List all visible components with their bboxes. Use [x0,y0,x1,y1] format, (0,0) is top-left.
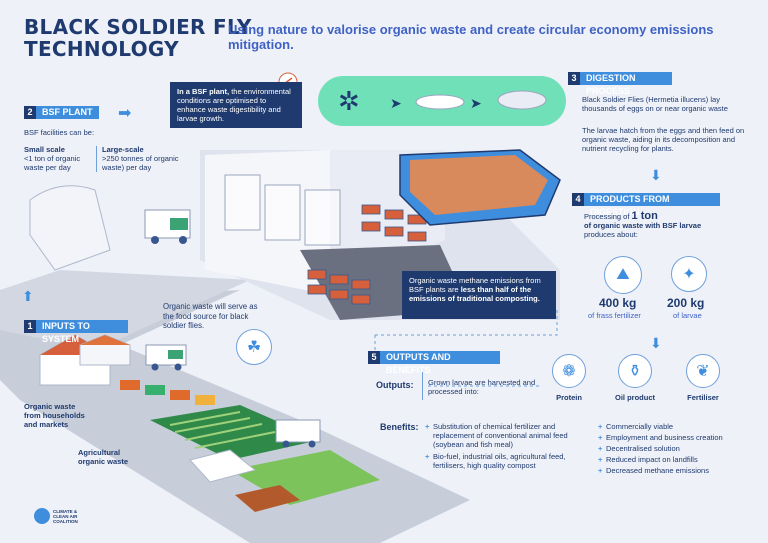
title-line-2: TECHNOLOGY [24,37,179,61]
benefit-item: Reduced impact on landfills [598,455,763,464]
section-1-number: 1 [24,320,36,333]
plant-note-text: the environmental conditions are optimis… [177,87,291,123]
benefits-left-list: Substitution of chemical fertilizer and … [425,422,593,472]
arrow-right-icon: ➡ [118,105,131,122]
page-subtitle: Using nature to valorise organic waste a… [228,22,714,52]
small-scale-title: Small scale [24,145,65,154]
methane-note-box: Organic waste methane emissions from BSF… [402,271,556,319]
section-2-header: 2 BSF PLANT [24,106,99,119]
methane-note-text: Organic waste methane emissions from BSF… [409,276,541,294]
ccac-logo: CLIMATE & CLEAN AIR COALITION [34,508,83,524]
section-3-header: 3 DIGESTION PROCESS [568,72,672,96]
fly-icon: ✲ [338,86,360,116]
truck-icon [144,209,191,244]
arrow-down-icon: ⬇ [650,167,662,183]
products-intro-b: of organic waste with BSF larvae [584,221,702,230]
benefit-item: Decentralised solution [598,444,763,453]
product-oil: Oil product [615,393,655,402]
oil-product-icon: ⚱ [618,354,652,388]
food-waste-icon: ☘ [236,329,272,365]
product-fertiliser: Fertiliser [687,393,719,402]
larvae-cages [224,174,341,246]
section-3-number: 3 [568,72,580,85]
methane-note-bold: less than half of the emissions of tradi… [409,285,540,303]
frass-fertilizer-icon: ⛰ [604,256,642,294]
larvae-trays [307,204,427,305]
larvae-label: of larvae [673,311,702,320]
benefit-item: Decreased methane emissions [598,466,763,475]
title-line-1: BLACK SOLDIER FLY [24,15,252,39]
benefit-item: Substitution of chemical fertilizer and … [425,422,593,449]
fertiliser-icon: ❦ [686,354,720,388]
section-4-label: PRODUCTS FROM DIGESTION [584,193,720,217]
section-5-header: 5 OUTPUTS AND BENEFITS [368,351,500,375]
households-label: Organic waste from households and market… [24,402,85,429]
section-1-header: 1 INPUTS TO SYSTEM [24,320,128,344]
protein-icon: ❁ [552,354,586,388]
van-icon [275,419,321,448]
outputs-label: Outputs: [376,380,414,390]
outputs-bracket [422,372,423,400]
scale-divider [96,146,97,172]
frass-label: of frass fertilizer [588,311,641,320]
digestion-paragraph-1: Black Soldier Flies (Hermetia illucens) … [582,95,728,113]
section-4-header: 4 PRODUCTS FROM DIGESTION [572,193,720,217]
crop-fields [150,405,380,512]
market-stalls [120,380,215,405]
logo-text: CLIMATE & CLEAN AIR COALITION [53,508,78,524]
globe-icon [34,508,50,524]
svg-text:➤: ➤ [470,95,482,111]
section-5-number: 5 [368,351,380,364]
section-4-number: 4 [572,193,584,206]
frass-value: 400 kg [599,296,637,310]
products-intro-ton: 1 ton [631,210,658,222]
benefit-item: Employment and business creation [598,433,763,442]
digestion-paragraph-2: The larvae hatch from the eggs and then … [582,126,745,153]
arrow-down-icon-2: ⬇ [650,335,662,351]
benefits-right-list: Commercially viable Employment and busin… [598,422,763,477]
houses [39,334,131,386]
larvae-icon: ✦ [671,256,707,292]
large-scale-text: >250 tonnes of organic waste) per day [102,154,179,172]
section-1-label: INPUTS TO SYSTEM [36,320,128,344]
section-2-label: BSF PLANT [36,106,99,119]
outputs-text: Grown larvae are harvested and processed… [428,378,536,396]
large-scale-title: Large-scale [102,145,144,154]
products-intro-c: produces about: [584,230,638,239]
plant-note-box: In a BSF plant, the environmental condit… [170,82,302,128]
products-intro-a: Processing of [584,212,630,221]
benefits-label: Benefits: [380,422,419,432]
greenhouse [29,185,111,271]
section-3-label: DIGESTION PROCESS [580,72,672,96]
van-icon-2 [145,344,187,371]
small-scale-text: <1 ton of organic waste per day [24,154,81,172]
svg-text:➤: ➤ [390,95,402,111]
page-title: BLACK SOLDIER FLY TECHNOLOGY [24,16,252,60]
bsf-facilities-intro: BSF facilities can be: [24,128,95,137]
plant-note-bold: In a BSF plant, [177,87,230,96]
section-5-label: OUTPUTS AND BENEFITS [380,351,500,375]
products-intro: Processing of 1 ton of organic waste wit… [584,210,754,240]
section-2-number: 2 [24,106,36,119]
small-scale-block: Small scale <1 ton of organic waste per … [24,145,92,172]
food-source-note: Organic waste will serve as the food sou… [163,302,258,330]
agricultural-label: Agricultural organic waste [78,448,129,466]
large-scale-block: Large-scale >250 tonnes of organic waste… [102,145,192,172]
benefit-item: Commercially viable [598,422,763,431]
benefit-item: Bio-fuel, industrial oils, agricultural … [425,452,593,470]
larvae-value: 200 kg [667,296,705,310]
arrow-up-icon: ⬆ [22,288,34,304]
product-protein: Protein [556,393,582,402]
